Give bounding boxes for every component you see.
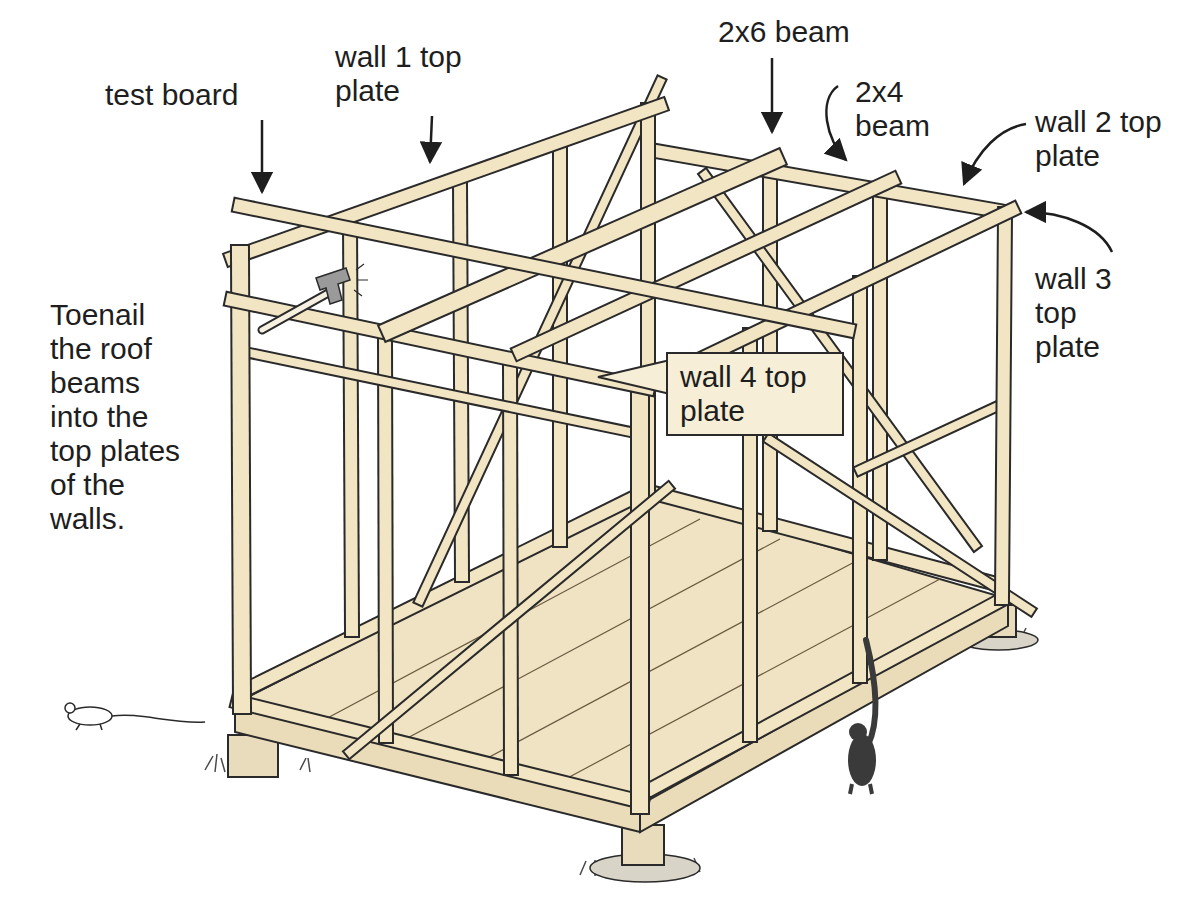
wall-1-frame: [245, 492, 645, 690]
hammer: [262, 264, 368, 330]
hammer: [354, 264, 368, 296]
wall-3-frame: [770, 440, 1030, 610]
wall-4-frame: [238, 702, 642, 802]
leader-arrows: [771, 58, 774, 132]
wall-3-frame: [640, 598, 1005, 795]
wall-3-frame: [854, 283, 866, 676]
wall-4-frame: [385, 335, 386, 736]
wall-4-frame: [510, 362, 511, 768]
wall-4-frame: [245, 352, 640, 434]
callout-box: wall 4 top plate: [666, 352, 844, 436]
instruction-note: Toenail the roof beams into the top plat…: [50, 298, 182, 536]
wall-3-frame: [860, 405, 1000, 470]
mouse: [65, 703, 75, 713]
wall-4-frame: [245, 352, 640, 434]
roof-beams: [240, 206, 848, 330]
leader-arrows: [261, 120, 264, 192]
wall-3-frame: [770, 440, 1030, 610]
roof-beams: [240, 206, 848, 330]
callout-text: wall 4 top plate: [680, 360, 830, 428]
hammer: [262, 292, 330, 330]
roof-beams: [240, 160, 892, 352]
callout-pointer: [598, 360, 670, 394]
cat: [866, 640, 875, 745]
wall-1-frame: [245, 492, 645, 690]
wall-4-frame: [232, 254, 668, 805]
leader-arrows: [1026, 212, 1112, 252]
wall-2-frame: [872, 191, 888, 553]
wall-1-frame: [350, 220, 352, 630]
hammer: [262, 292, 330, 330]
wall-3-frame: [860, 405, 1000, 470]
part-label: 2x6 beam: [718, 15, 850, 49]
part-label: wall 3 top plate: [1035, 262, 1145, 364]
wall-1-frame: [232, 82, 660, 690]
cat: [848, 640, 876, 794]
wall-2-frame: [762, 172, 778, 524]
wall-4-frame: [632, 387, 648, 805]
wall-3-frame: [1002, 214, 1005, 598]
wall-3-frame: [852, 283, 868, 676]
wall-2-frame: [874, 191, 886, 553]
wall-3-frame: [640, 598, 1005, 795]
part-label: 2x4 beam: [855, 75, 965, 143]
leader-arrows: [826, 86, 846, 160]
part-label: wall 1 top plate: [335, 40, 510, 108]
wall-1-frame: [350, 220, 352, 630]
hammer: [316, 268, 350, 304]
wall-4-frame: [350, 488, 668, 752]
mouse: [65, 703, 205, 730]
wall-3-frame: [1002, 214, 1005, 598]
wall-4-frame: [385, 335, 386, 736]
wall-4-frame: [238, 702, 642, 802]
mouse: [76, 715, 205, 730]
wall-4-frame: [510, 362, 511, 768]
wall-4-frame: [240, 254, 242, 705]
wall-4-frame: [350, 488, 668, 752]
wall-4-frame: [630, 387, 650, 805]
wall-4-frame: [240, 254, 242, 705]
leader-arrows: [964, 124, 1026, 184]
callout-pointer: [598, 360, 670, 394]
wall-2-frame: [764, 172, 776, 524]
part-label: wall 2 top plate: [1035, 105, 1190, 173]
cat: [849, 723, 867, 741]
leader-arrows: [430, 116, 432, 162]
part-label: test board: [105, 78, 238, 112]
cat: [850, 784, 872, 794]
